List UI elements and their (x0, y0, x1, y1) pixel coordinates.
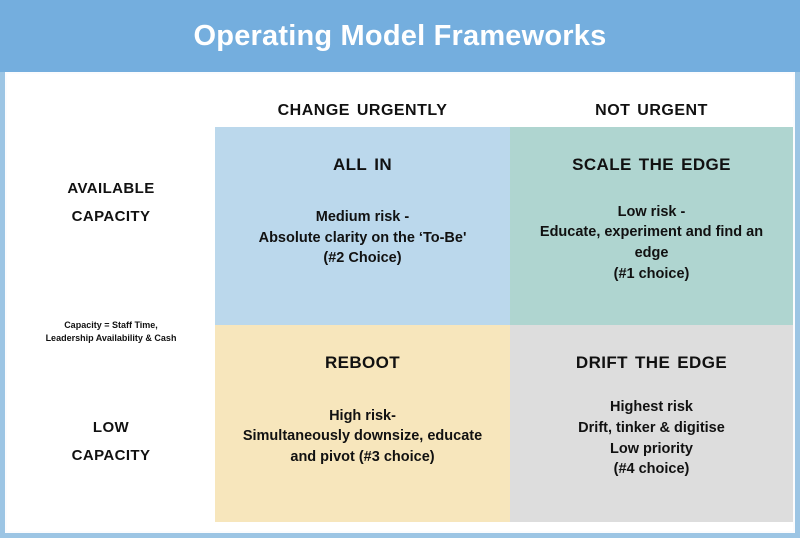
quadrant-body-scale-the-edge: Low risk - Educate, experiment and find … (539, 203, 764, 282)
matrix-row-headers: Available Capacity Capacity = Staff Time… (7, 127, 215, 522)
quadrant-title-all-in: All In (332, 149, 393, 176)
quadrant-reboot: Reboot High risk- Simultaneously downsiz… (215, 325, 510, 522)
column-header-not-urgent: Not Urgent (595, 93, 708, 120)
quadrant-matrix: All In Medium risk - Absolute clarity on… (215, 127, 793, 522)
quadrant-all-in: All In Medium risk - Absolute clarity on… (215, 127, 510, 325)
row-header-low-capacity: Low Capacity (71, 412, 151, 466)
slide-body: Change Urgently Not Urgent Available Cap… (0, 72, 800, 538)
quadrant-body-reboot: High risk- Simultaneously downsize, educ… (242, 407, 483, 465)
quadrant-title-reboot: Reboot (324, 347, 401, 374)
column-header-change-urgently: Change Urgently (277, 93, 448, 120)
quadrant-body-all-in: Medium risk - Absolute clarity on the ‘T… (258, 209, 467, 267)
matrix-column-headers: Change Urgently Not Urgent (215, 87, 793, 127)
header-banner: Operating Model Frameworks (0, 0, 800, 72)
page-title: Operating Model Frameworks (193, 19, 607, 52)
quadrant-drift-the-edge: Drift The Edge Highest risk Drift, tinke… (510, 325, 793, 522)
row-header-available-capacity: Available Capacity (67, 173, 155, 227)
quadrant-scale-the-edge: Scale The Edge Low risk - Educate, exper… (510, 127, 793, 325)
quadrant-title-drift-the-edge: Drift The Edge (575, 347, 728, 374)
quadrant-title-scale-the-edge: Scale The Edge (572, 149, 731, 176)
quadrant-body-drift-the-edge: Highest risk Drift, tinker & digitise Lo… (578, 399, 725, 478)
slide-body-inner: Change Urgently Not Urgent Available Cap… (5, 72, 795, 533)
capacity-definition-note: Capacity = Staff Time, Leadership Availa… (45, 320, 177, 344)
